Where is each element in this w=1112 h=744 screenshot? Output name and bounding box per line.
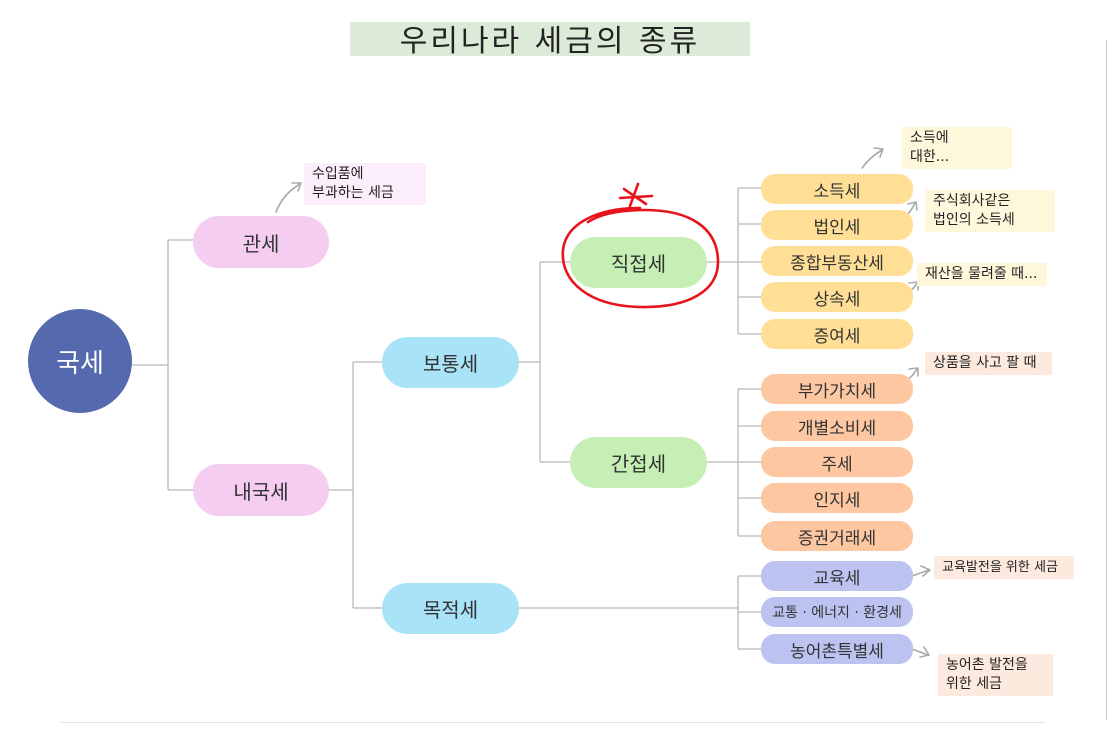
note-corporate-line1: 주식회사같은 [933,193,1011,209]
connector-indirect [706,388,762,537]
note-customs-line2: 부과하는 세금 [312,185,394,201]
leaf-income-tax: 소득세 [761,174,913,204]
bottom-divider [60,722,1045,723]
node-internal-tax: 내국세 [193,464,329,516]
note-rural: 농어촌 발전을 위한 세금 [938,654,1053,696]
root-node-national-tax: 국세 [28,309,132,413]
note-income: 소득에 대한... [902,127,1012,169]
note-corporate: 주식회사같은 법인의 소득세 [925,190,1055,232]
node-ordinary-tax: 보통세 [382,337,519,388]
title-background [350,22,750,56]
note-rural-line2: 위한 세금 [946,676,1002,692]
connector-purpose [518,575,762,650]
note-arrow-customs [275,182,302,213]
node-direct-tax: 직접세 [570,237,707,288]
leaf-vat: 부가가치세 [761,374,913,404]
connector-internal [328,361,383,609]
note-arrow-education [911,565,931,577]
note-education: 교육발전을 위한 세금 [934,556,1074,579]
node-customs-duty: 관세 [193,216,329,268]
leaf-comprehensive-property-tax: 종합부동산세 [761,246,913,276]
note-income-line2: 대한... [910,149,950,165]
note-inheritance-line1: 재산을 물려줄 때... [925,266,1038,282]
leaf-transport-energy-env-tax: 교통 · 에너지 · 환경세 [761,597,913,627]
leaf-corporate-tax: 법인세 [761,210,913,240]
right-scroll-edge [1106,40,1107,720]
page-title: 우리나라 세금의 종류 [399,24,701,59]
note-arrow-rural [911,646,930,658]
note-corporate-line2: 법인의 소득세 [933,212,1015,228]
note-education-line1: 교육발전을 위한 세금 [942,560,1058,575]
note-customs: 수입품에 부과하는 세금 [304,163,426,205]
leaf-rural-special-tax: 농어촌특별세 [761,634,913,664]
highlight-circle [561,206,720,309]
note-rural-line1: 농어촌 발전을 [946,657,1028,673]
connector-direct [706,187,762,335]
note-income-line1: 소득에 [910,130,949,146]
connector-root [130,239,195,491]
note-vat-line1: 상품을 사고 팔 때 [933,355,1037,371]
note-arrow-income [861,147,884,169]
node-indirect-tax: 간접세 [570,437,707,488]
note-customs-line1: 수입품에 [312,166,364,182]
leaf-securities-transaction-tax: 증권거래세 [761,521,913,551]
leaf-liquor-tax: 주세 [761,447,913,477]
note-inheritance: 재산을 물려줄 때... [917,263,1047,286]
star-mark [618,182,654,208]
note-vat: 상품을 사고 팔 때 [925,352,1052,375]
leaf-inheritance-tax: 상속세 [761,282,913,312]
connector-ordinary [518,261,572,463]
leaf-gift-tax: 증여세 [761,319,913,349]
node-purpose-tax: 목적세 [382,583,519,634]
leaf-individual-consumption-tax: 개별소비세 [761,411,913,441]
leaf-stamp-tax: 인지세 [761,483,913,513]
leaf-education-tax: 교육세 [761,561,913,591]
